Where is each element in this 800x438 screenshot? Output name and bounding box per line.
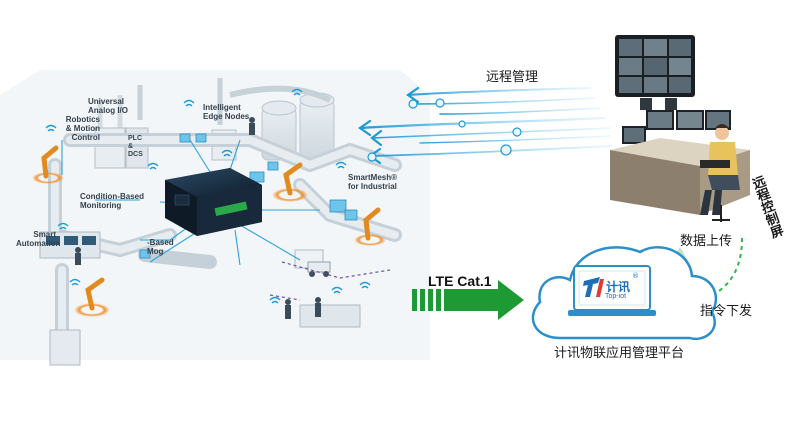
label-robotics: Robotics & Motion Control — [65, 115, 100, 142]
workers — [75, 117, 321, 319]
logo-text-cn: 计讯 — [606, 280, 631, 294]
data-upload-label: 数据上传 — [680, 234, 733, 249]
label-condition-monitoring: Condition-Based Monitoring — [80, 192, 144, 210]
label-plc-dcs: PLC & DCS — [128, 135, 143, 158]
robot-arms — [32, 145, 386, 317]
blue-crates — [139, 133, 358, 259]
label-smartmesh: SmartMesh® for Industrial — [348, 173, 398, 191]
label-edge-nodes: Intelligent Edge Nodes — [203, 103, 250, 121]
industrial-gateway — [165, 168, 262, 236]
label-based-mog: -Based Mog — [147, 238, 174, 256]
video-wall — [615, 35, 695, 110]
desk-monitors — [622, 110, 731, 144]
label-universal-io: Universal Analog I/O — [88, 97, 128, 115]
remote-management-label: 远程管理 — [486, 70, 539, 85]
label-smart-automation: Smart Automation — [16, 230, 61, 248]
control-room — [610, 35, 750, 222]
lte-arrow — [412, 280, 524, 320]
data-streams — [358, 87, 613, 157]
wifi-icon — [45, 88, 371, 304]
command-down-label: 指令下发 — [700, 304, 753, 319]
platform-cloud — [531, 246, 718, 341]
factory-scene — [0, 70, 430, 366]
top-iot-logo-icon — [583, 277, 604, 297]
operator — [700, 124, 740, 222]
logo-text-en: Top-iot — [605, 293, 627, 300]
lte-cat1-label: LTE Cat.1 — [428, 273, 492, 289]
logo-registered-mark: ® — [632, 272, 639, 280]
platform-name: 计讯物联应用管理平台 — [554, 346, 685, 361]
stream-bubbles — [367, 98, 522, 162]
silo-tanks — [137, 78, 335, 161]
